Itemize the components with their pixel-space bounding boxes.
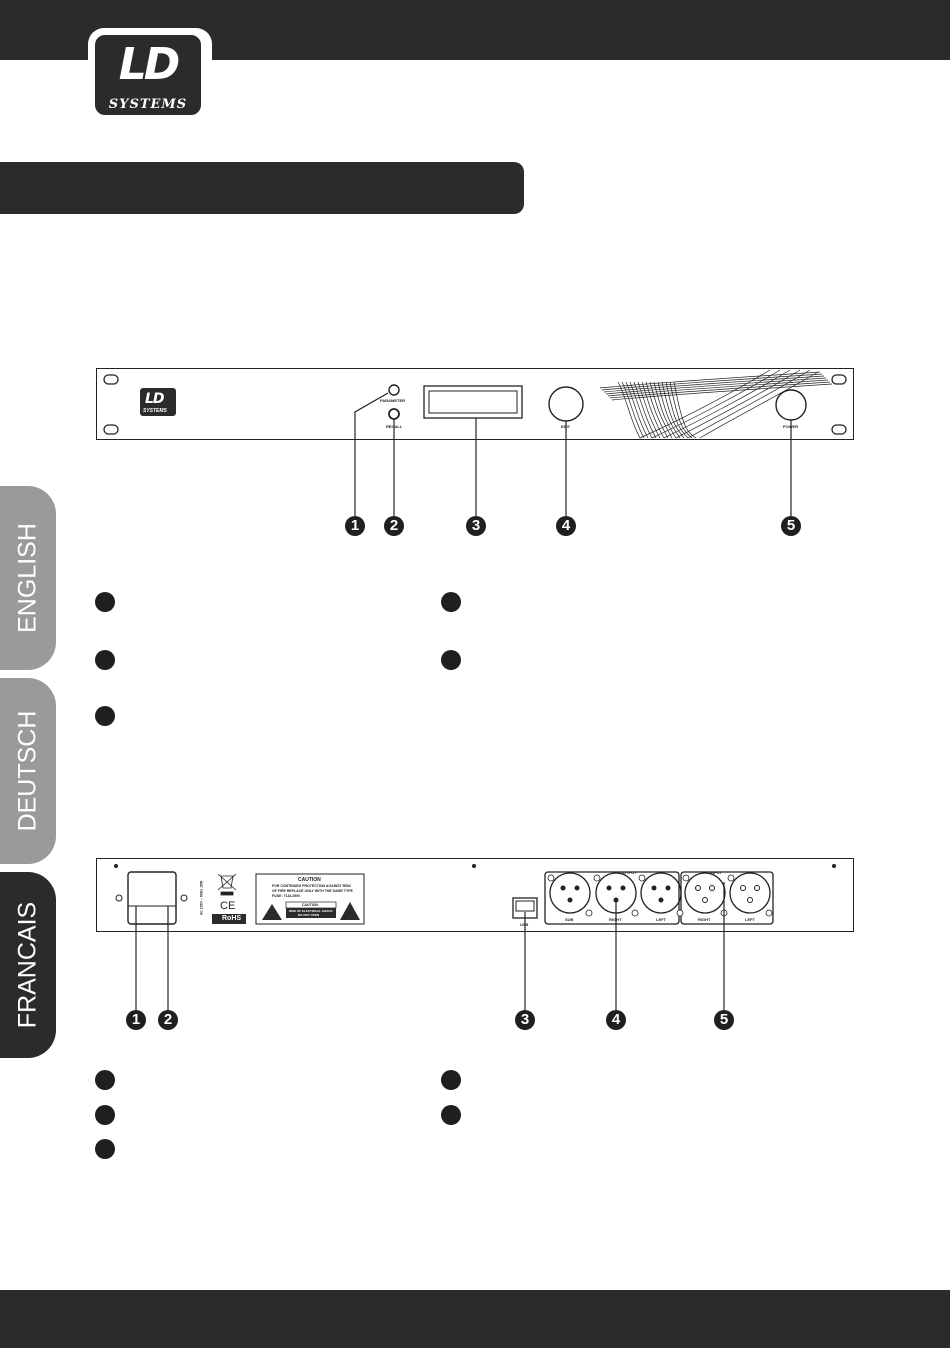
rack-hole [831,424,847,435]
xlr-sub-out-icon [549,872,591,914]
caution-text-2: OF FIRE REPLACE ONLY WITH THE SAME TYPE [272,889,353,893]
rack-hole [103,374,119,385]
lcd-display [423,385,523,419]
output-label: OUTPUT [620,870,637,875]
recall-label: RECALL [386,424,403,429]
caution-box-label: CAUTION [302,903,318,907]
rack-hole [831,374,847,385]
front-callout-lines [354,392,792,516]
legend-bullet [95,1139,115,1159]
front-callout-4: 4 [556,516,576,536]
xlr-left-in-icon [729,872,771,914]
weee-icon [217,873,237,896]
front-callout-3: 3 [466,516,486,536]
voltage-label: AC 230V ~ 50Hz 15W [199,880,204,916]
xlr-left-out-icon [640,872,682,914]
xlr-label-sub: SUB [565,917,574,922]
rear-callout-2: 2 [158,1010,178,1030]
usb-label: USB [520,922,529,927]
legend-bullet [441,650,461,670]
legend-bullet [95,706,115,726]
front-callout-5: 5 [781,516,801,536]
rear-callout-5: 5 [714,1010,734,1030]
front-wave-pattern [599,369,833,439]
caution-title: CAUTION [298,877,321,883]
front-brand-ld: LD [145,391,165,407]
rear-callout-1: 1 [126,1010,146,1030]
tab-deutsch[interactable]: DEUTSCH [0,678,56,864]
section-header-bar [0,162,524,214]
xlr-label-left-in: LEFT [745,917,755,922]
legend-bullet [441,1070,461,1090]
output-xlr-group [544,871,680,925]
rohs-label: RoHS [222,915,242,922]
ld-systems-logo: LD SYSTEMS [88,28,212,126]
exclamation-warning-icon [340,902,360,920]
legend-bullet [95,650,115,670]
front-brand-systems: SYSTEMS [143,408,167,414]
ce-mark: CE [220,900,236,912]
legend-bullet [95,1070,115,1090]
tab-francais[interactable]: FRANCAIS [0,872,56,1058]
edit-label: EDIT [561,424,571,429]
front-callout-2: 2 [384,516,404,536]
power-inlet-icon [127,871,177,925]
input-xlr-group [680,871,774,925]
xlr-right-in-icon [684,872,726,914]
legend-bullet [95,1105,115,1125]
rear-callout-3: 3 [515,1010,535,1030]
front-callout-1: 1 [345,516,365,536]
legend-bullet [441,592,461,612]
front-brand-badge [140,388,176,416]
power-label: POWER [783,424,799,429]
rear-callout-lines [135,882,725,1010]
legend-bullet [441,1105,461,1125]
rohs-badge [212,914,246,924]
shock-warning-icon [262,904,282,920]
parameter-encoder-icon [388,384,400,396]
caution-sub-2: DO NOT OPEN [298,913,320,917]
tab-english[interactable]: ENGLISH [0,486,56,670]
legend-bullet [95,592,115,612]
input-label: INPUT [710,870,722,875]
xlr-label-right-out: RIGHT [609,917,622,922]
rear-callout-4: 4 [606,1010,626,1030]
caution-text-1: FOR CONTINUED PROTECTION AGAINST RISK [272,884,352,888]
logo-ld-text: LD [118,39,181,90]
rack-hole [103,424,119,435]
caution-label [255,873,365,925]
bottom-bar [0,1290,950,1348]
caution-sub-1: RISK OF ELECTRICAL SHOCK [289,909,333,913]
caution-text-3: FUSE: T1AL250V [272,894,301,898]
xlr-label-right-in: RIGHT [698,917,711,922]
parameter-label: PARAMETER [380,398,406,403]
xlr-label-left-out: LEFT [656,917,666,922]
logo-systems-text: SYSTEMS [108,97,188,112]
